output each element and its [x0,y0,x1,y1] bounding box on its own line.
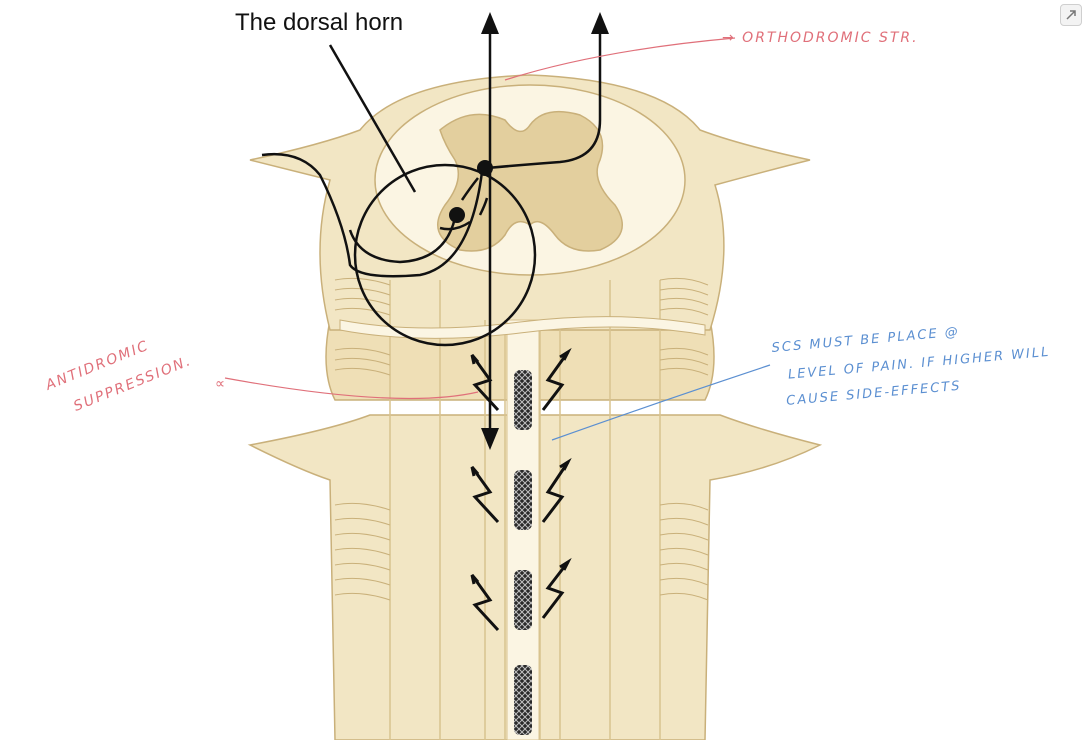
nerve-roots-right [659,277,709,601]
scs-annotation-line3: CAUSE SIDE-EFFECTS [786,379,962,409]
expand-button[interactable] [1060,4,1082,26]
expand-icon [1066,10,1076,20]
nerve-roots-left [334,277,391,601]
afferent-fiber-2 [348,217,457,264]
orthodromic-pointer [504,37,736,81]
orthodromic-pathway [486,30,602,170]
lightning-bolt-icon [470,347,572,632]
title-pointer [328,44,417,193]
antidromic-mark: ∝ [215,376,227,392]
electrode-lead-icon [514,370,532,735]
cut-face [339,316,706,339]
arrowheads [481,12,609,450]
orthodromic-annotation: → ORTHODROMIC STR. [722,30,919,46]
spinal-column [247,74,823,740]
scs-annotation-line1: SCS MUST BE PLACE @ [771,325,960,356]
antidromic-pointer [224,377,479,400]
grey-matter [437,110,623,252]
dorsal-horn-circle [353,163,537,347]
scs-pointer [551,364,771,441]
afferent-fiber-1 [261,153,484,278]
dorsal-horn-label: The dorsal horn [235,9,403,36]
synapse-dots [449,160,493,223]
neural-pathways [261,30,602,440]
